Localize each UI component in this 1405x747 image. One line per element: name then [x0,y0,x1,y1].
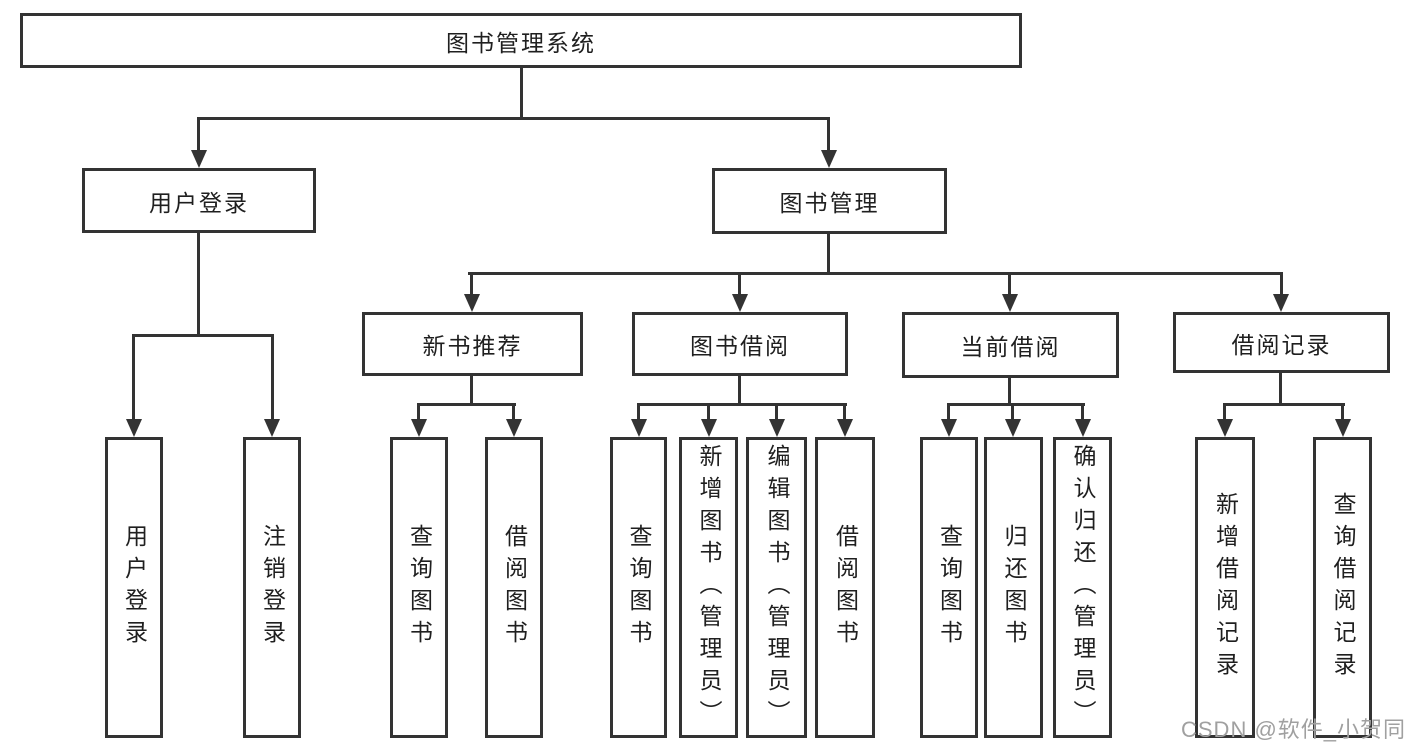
arrowhead-down-recommend-borrow [506,419,522,437]
connector-records-drop-2 [1341,405,1344,421]
arrowhead-down-records-query [1335,419,1351,437]
leaf-current-query-books-label: 查询图书 [936,523,963,652]
leaf-add-book-admin-label: 新增图书（管理员） [696,443,722,732]
connector-root-hline [197,117,830,120]
leaf-user-login: 用户登录 [105,437,163,738]
node-book-borrowing: 图书借阅 [632,312,848,376]
connector-current-hline [947,403,1085,406]
connector-recommend-stem [470,376,473,405]
leaf-return-books: 归还图书 [984,437,1043,738]
connector-current-stem [1008,378,1011,405]
leaf-query-borrow-record-label: 查询借阅记录 [1330,491,1356,684]
arrowhead-down-new-book-recommend [464,294,480,312]
leaf-confirm-return-admin: 确认归还（管理员） [1053,437,1112,738]
connector-login-drop-2 [271,336,274,420]
connector-login-hline [132,334,274,337]
arrowhead-down-borrowing-records [1273,294,1289,312]
arrowhead-down-leaf-user-login [126,419,142,437]
arrowhead-down-book-borrowing [732,294,748,312]
arrowhead-down-book-management [821,150,837,168]
connector-root-drop-right [827,118,830,151]
leaf-add-borrow-record-label: 新增借阅记录 [1212,491,1239,684]
arrowhead-down-records-add [1217,419,1233,437]
connector-records-stem [1279,373,1282,405]
leaf-recommend-query-books: 查询图书 [390,437,448,738]
connector-borrowing-drop-3 [775,405,778,421]
arrowhead-down-borrowing-add [701,419,717,437]
connector-login-stem [197,233,200,336]
arrowhead-down-current-return [1005,419,1021,437]
leaf-return-books-label: 归还图书 [1001,523,1027,652]
leaf-recommend-borrow-books: 借阅图书 [485,437,543,738]
leaf-logout-label: 注销登录 [259,523,286,652]
connector-borrowing-stem [738,376,741,405]
connector-recommend-drop-2 [512,405,515,421]
arrowhead-down-current-confirm [1075,419,1091,437]
connector-current-drop-3 [1081,405,1084,421]
leaf-edit-book-admin: 编辑图书（管理员） [746,437,807,738]
leaf-query-borrow-record: 查询借阅记录 [1313,437,1372,738]
node-borrowing-records: 借阅记录 [1173,312,1390,373]
leaf-recommend-borrow-books-label: 借阅图书 [501,523,528,652]
leaf-current-query-books: 查询图书 [920,437,978,738]
node-user-login-group: 用户登录 [82,168,316,233]
leaf-add-book-admin: 新增图书（管理员） [679,437,738,738]
arrowhead-down-recommend-query [411,419,427,437]
connector-mgmt-stem [827,234,830,274]
connector-borrowing-drop-1 [637,405,640,421]
arrowhead-down-borrowing-borrow [837,419,853,437]
node-book-management-group: 图书管理 [712,168,947,234]
connector-mgmt-drop-1 [470,274,473,295]
connector-current-drop-2 [1011,405,1014,421]
connector-root-stem [520,68,523,118]
connector-borrowing-hline [637,403,847,406]
arrowhead-down-current-borrowing [1002,294,1018,312]
node-new-book-recommend: 新书推荐 [362,312,583,376]
connector-mgmt-drop-4 [1280,274,1283,295]
connector-records-drop-1 [1223,405,1226,421]
leaf-recommend-query-books-label: 查询图书 [406,523,433,652]
leaf-borrowing-query-books-label: 查询图书 [626,523,652,652]
leaf-confirm-return-admin-label: 确认归还（管理员） [1070,443,1096,732]
connector-recommend-drop-1 [417,405,420,421]
connector-borrowing-drop-2 [707,405,710,421]
arrowhead-down-current-query [941,419,957,437]
leaf-edit-book-admin-label: 编辑图书（管理员） [764,443,790,732]
csdn-watermark: CSDN @软件_小贺同学 [1181,717,1405,742]
leaf-borrowing-borrow-books: 借阅图书 [815,437,875,738]
leaf-logout: 注销登录 [243,437,301,738]
arrowhead-down-leaf-logout [264,419,280,437]
arrowhead-down-user-login [191,150,207,168]
node-root: 图书管理系统 [20,13,1022,68]
connector-root-drop-left [197,118,200,151]
connector-borrowing-drop-4 [843,405,846,421]
connector-mgmt-hline [468,272,1283,275]
connector-mgmt-drop-3 [1008,274,1011,295]
arrowhead-down-borrowing-query [631,419,647,437]
connector-login-drop-1 [132,336,135,420]
leaf-add-borrow-record: 新增借阅记录 [1195,437,1255,738]
connector-recommend-hline [417,403,516,406]
arrowhead-down-borrowing-edit [769,419,785,437]
leaf-user-login-label: 用户登录 [121,523,148,652]
connector-mgmt-drop-2 [738,274,741,295]
connector-current-drop-1 [947,405,950,421]
connector-records-hline [1223,403,1345,406]
node-current-borrowing: 当前借阅 [902,312,1119,378]
leaf-borrowing-query-books: 查询图书 [610,437,667,738]
leaf-borrowing-borrow-books-label: 借阅图书 [832,523,859,652]
